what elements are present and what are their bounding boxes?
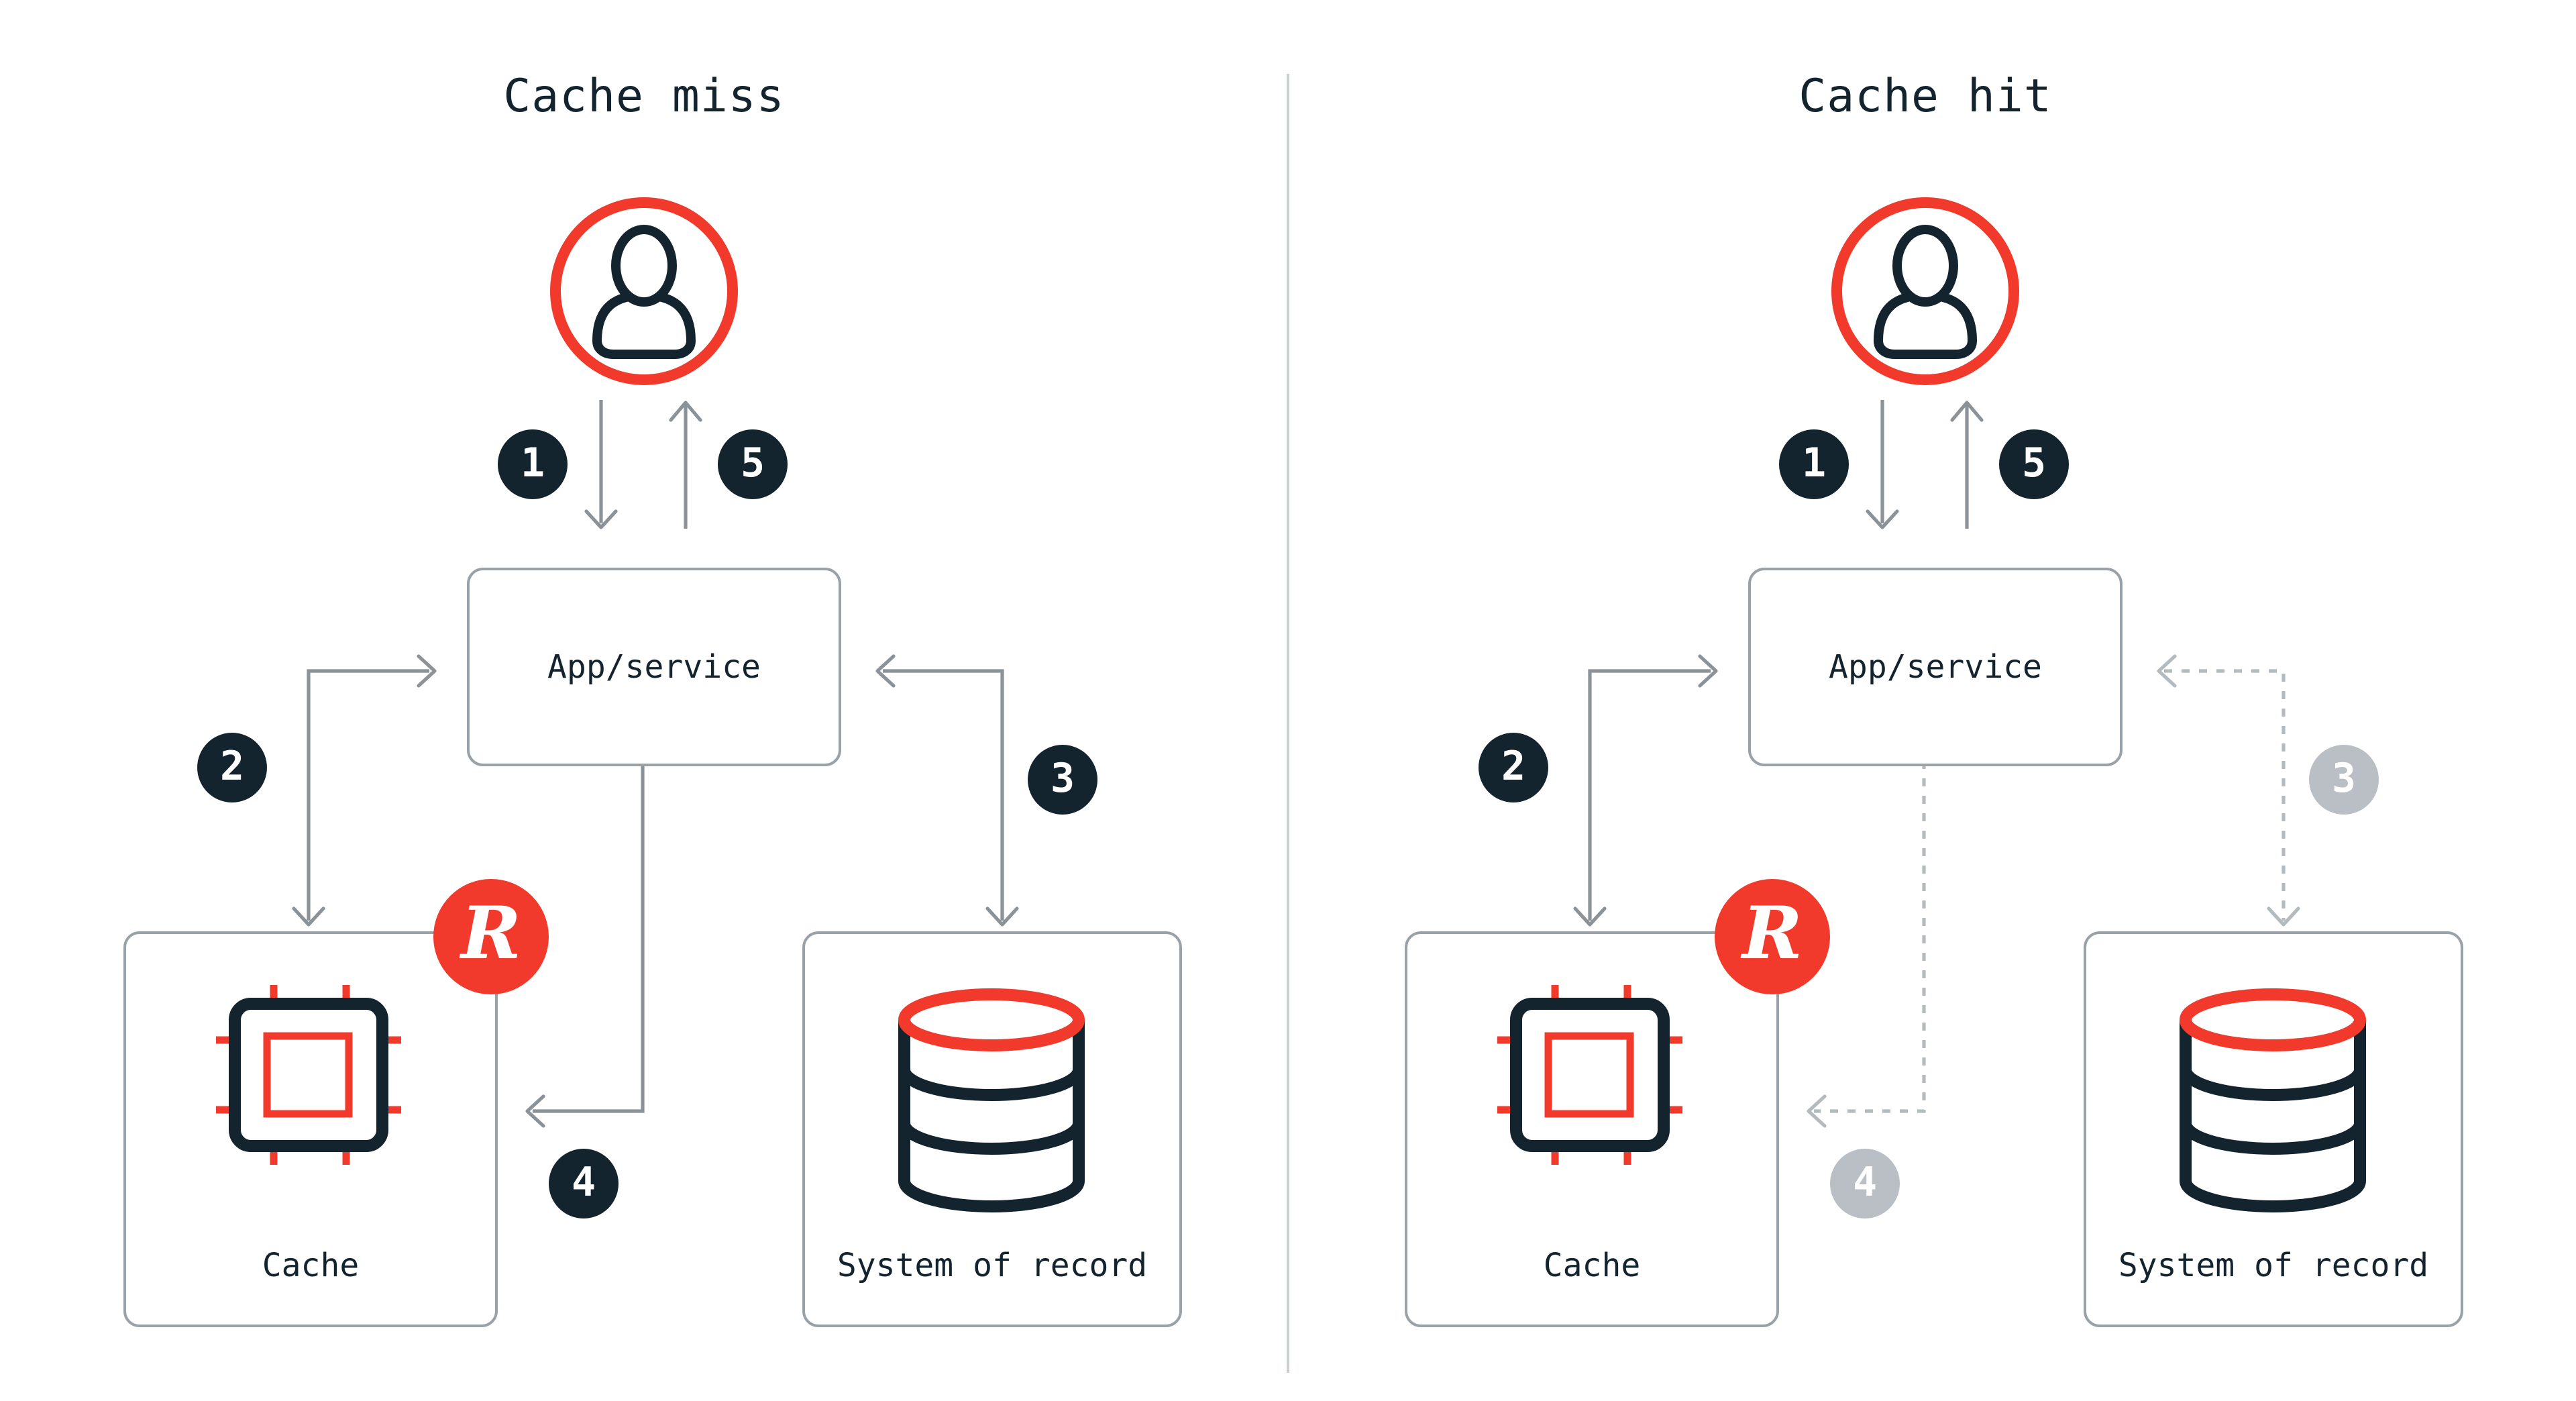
system-of-record-label: System of record (837, 1247, 1148, 1284)
system-of-record-label: System of record (2118, 1247, 2429, 1284)
user-icon (1831, 197, 2019, 385)
redis-logo-icon: R (433, 879, 549, 994)
step-badge-3-label: 3 (1050, 756, 1075, 802)
cache-node: Cache (123, 931, 498, 1327)
app-service-label: App/service (1829, 648, 2042, 686)
step-badge-4: 4 (549, 1149, 619, 1218)
step-badge-5: 5 (1999, 429, 2069, 499)
step-badge-4-label: 4 (571, 1159, 596, 1206)
chip-icon (216, 985, 401, 1165)
step-badge-5-label: 5 (2021, 440, 2047, 487)
arrow-step1-user-to-app (584, 400, 618, 529)
arrow-step2-app-cache-elbow (1573, 654, 1718, 927)
panel-cache-miss: Cache miss (123, 70, 1182, 1327)
arrow-step3-app-system-elbow-inactive (2157, 654, 2300, 927)
app-service-label: App/service (547, 648, 761, 686)
step-badge-2-label: 2 (219, 743, 245, 790)
step-badge-3: 3 (1028, 745, 1097, 815)
arrow-step5-app-to-user (669, 401, 702, 529)
system-of-record-node: System of record (802, 931, 1182, 1327)
step-badge-4-label: 4 (1852, 1159, 1878, 1206)
panel-title: Cache miss (503, 70, 785, 123)
panel-title: Cache hit (1799, 70, 2052, 123)
step-badge-3-inactive: 3 (2309, 745, 2379, 815)
step-badge-1: 1 (1779, 429, 1849, 499)
connectors-layer (292, 400, 1019, 1128)
step-badge-5-label: 5 (740, 440, 765, 487)
step-badge-1-label: 1 (520, 440, 545, 487)
panel-divider (1287, 74, 1289, 1373)
redis-logo-letter: R (461, 890, 521, 976)
cache-label: Cache (262, 1247, 360, 1284)
database-icon (2180, 988, 2366, 1212)
arrow-step5-app-to-user (1950, 401, 1984, 529)
chip-icon (1497, 985, 1682, 1165)
step-badge-3-label: 3 (2331, 756, 2357, 802)
arrow-step1-user-to-app (1866, 400, 1899, 529)
step-badge-5: 5 (718, 429, 788, 499)
arrow-step3-app-system-elbow (875, 654, 1019, 927)
step-badge-1-label: 1 (1801, 440, 1827, 487)
step-badge-2: 2 (1479, 733, 1548, 802)
arrow-step4-app-to-cache-inactive (1807, 761, 1926, 1128)
system-of-record-node: System of record (2084, 931, 2463, 1327)
connectors-layer (1573, 400, 2300, 1128)
arrow-step2-app-cache-elbow (292, 654, 437, 927)
cache-node: Cache (1405, 931, 1779, 1327)
database-icon (898, 988, 1085, 1212)
step-badge-2: 2 (197, 733, 267, 802)
arrow-step4-app-to-cache (525, 761, 645, 1128)
app-service-node: App/service (1748, 568, 2123, 766)
cache-label: Cache (1543, 1247, 1641, 1284)
step-badge-1: 1 (498, 429, 568, 499)
app-service-node: App/service (467, 568, 841, 766)
redis-logo-icon: R (1715, 879, 1830, 994)
step-badge-4-inactive: 4 (1830, 1149, 1900, 1218)
panel-cache-hit: Cache hit (1281, 0, 2569, 1401)
redis-logo-letter: R (1742, 890, 1803, 976)
user-icon (550, 197, 738, 385)
step-badge-2-label: 2 (1501, 743, 1526, 790)
